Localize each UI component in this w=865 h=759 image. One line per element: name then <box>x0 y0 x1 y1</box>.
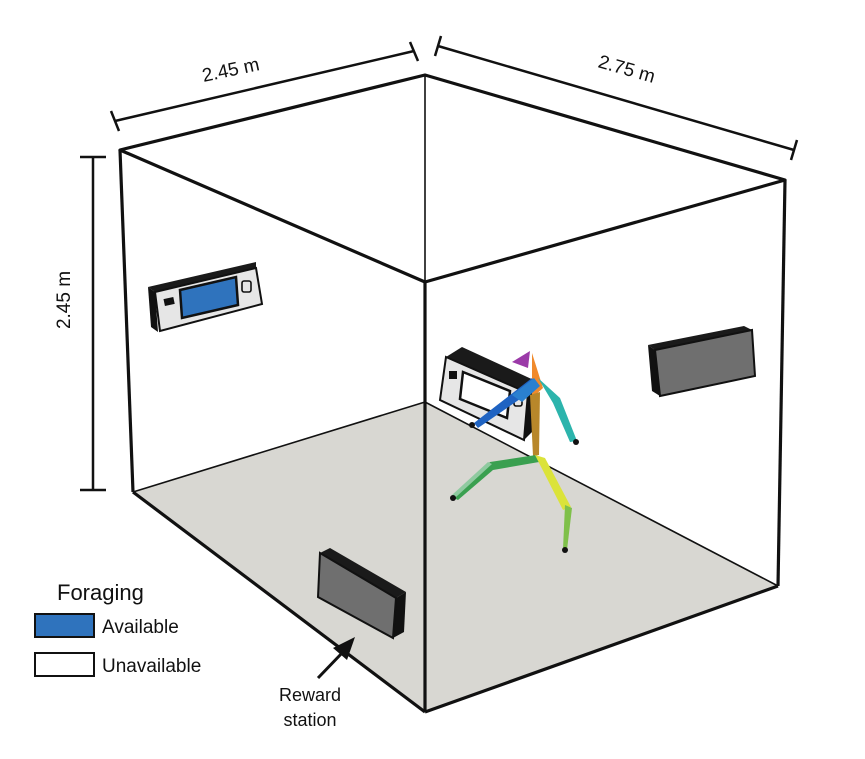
dimension-height <box>80 155 106 492</box>
reward-station-label-line1: Reward <box>279 685 341 705</box>
legend-swatch-available <box>34 613 95 638</box>
animal-pose-skeleton <box>450 351 579 553</box>
height-label: 2.45 m <box>54 271 75 329</box>
legend-title: Foraging <box>57 580 144 605</box>
dimension-width-left <box>109 41 420 132</box>
width-right-label: 2.75 m <box>596 52 658 88</box>
legend-label-unavailable: Unavailable <box>102 656 201 677</box>
reward-station-arrow <box>316 637 355 680</box>
legend-swatch-unavailable <box>34 652 95 677</box>
legend-label-available: Available <box>102 617 179 638</box>
dimension-width-right <box>433 35 799 161</box>
reward-station-right <box>648 326 757 398</box>
reward-station-front <box>316 548 406 640</box>
arena-floor <box>133 402 778 712</box>
width-left-label: 2.45 m <box>200 54 261 87</box>
arena-back-edges <box>132 75 779 587</box>
legend: Foraging Available Unavailable <box>34 580 201 677</box>
reward-station-label-line2: station <box>283 710 336 730</box>
foraging-panel-available <box>148 262 264 333</box>
